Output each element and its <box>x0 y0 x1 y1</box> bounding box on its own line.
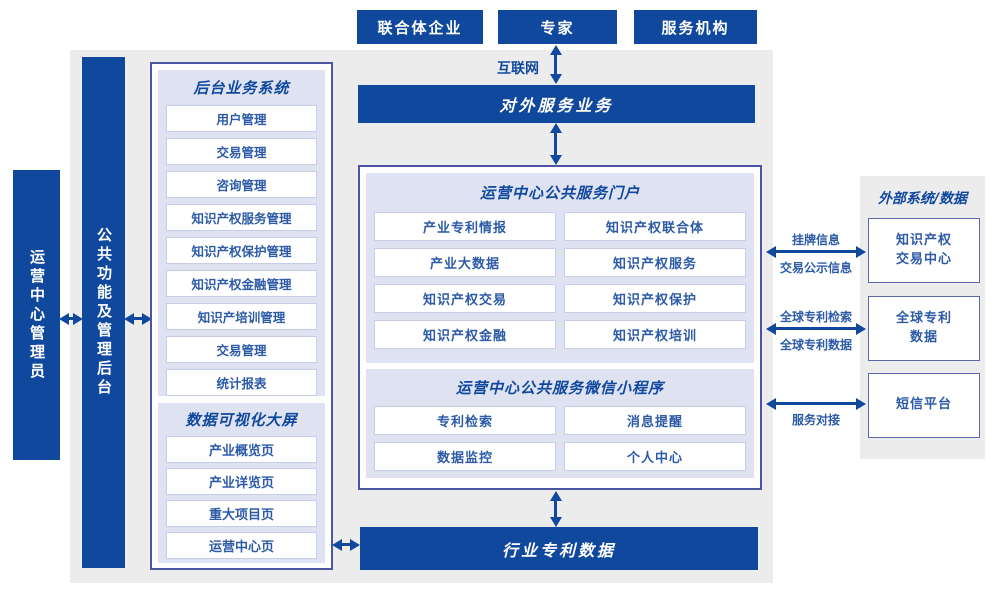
miniprogram-item: 个人中心 <box>564 442 746 471</box>
backend-to-panel-double-arrow-icon <box>134 317 142 320</box>
panel-to-industry-double-arrow-icon <box>342 543 350 546</box>
external-service-bar: 对外服务业务 <box>358 85 755 123</box>
portal-to-industry-double-arrow-icon <box>554 501 557 517</box>
portal-item: 知识产权交易 <box>374 284 556 313</box>
dataviz-item: 运营中心页 <box>166 532 317 559</box>
portal-item: 知识产权培训 <box>564 320 746 349</box>
dataviz-item: 产业概览页 <box>166 436 317 463</box>
backend-item: 知识产培训管理 <box>166 303 317 330</box>
global-patent-double-arrow-icon <box>776 327 856 330</box>
dataviz-panel-title: 数据可视化大屏 <box>185 411 298 429</box>
public-function-backend-box: 公共功能及管理后台 <box>82 57 125 568</box>
miniprogram-panel-title: 运营中心公共服务微信小程序 <box>455 379 664 397</box>
miniprogram-item: 消息提醒 <box>564 406 746 435</box>
backend-item: 交易管理 <box>166 138 317 165</box>
backend-item: 知识产权服务管理 <box>166 204 317 231</box>
listing-info-double-arrow-icon <box>776 250 856 253</box>
dataviz-item: 产业详览页 <box>166 468 317 495</box>
backend-item: 知识产权保护管理 <box>166 237 317 264</box>
portal-item: 知识产权联合体 <box>564 212 746 241</box>
portal-panel-title: 运营中心公共服务门户 <box>479 184 640 202</box>
backend-item: 知识产权金融管理 <box>166 270 317 297</box>
wechat-miniprogram-panel: 运营中心公共服务微信小程序 专利检索 消息提醒 数据监控 个人中心 <box>366 369 754 478</box>
global-patent-data-label: 全球专利数据 <box>779 338 852 352</box>
miniprogram-item: 数据监控 <box>374 442 556 471</box>
industry-patent-data-bar: 行业专利数据 <box>360 527 758 570</box>
portal-item: 知识产权保护 <box>564 284 746 313</box>
actor-box-consortium-enterprises: 联合体企业 <box>357 10 483 44</box>
backend-item: 统计报表 <box>166 369 317 396</box>
portal-item: 知识产权金融 <box>374 320 556 349</box>
data-visualization-panel: 数据可视化大屏 产业概览页 产业详览页 重大项目页 运营中心页 <box>158 403 325 563</box>
portal-item: 产业大数据 <box>374 248 556 277</box>
operation-center-admin-box: 运营中心管理员 <box>13 170 60 460</box>
service-integration-label: 服务对接 <box>791 413 840 427</box>
listing-info-label: 挂牌信息 <box>791 233 840 247</box>
trade-publicity-label: 交易公示信息 <box>779 261 852 275</box>
portal-item: 产业专利情报 <box>374 212 556 241</box>
actor-box-experts: 专家 <box>498 10 617 44</box>
ip-trading-center-box: 知识产权 交易中心 <box>868 218 980 283</box>
sms-platform-box: 短信平台 <box>868 373 980 438</box>
miniprogram-item: 专利检索 <box>374 406 556 435</box>
actor-box-service-agencies: 服务机构 <box>634 10 757 44</box>
internet-label: 互联网 <box>497 61 539 77</box>
global-patent-search-label: 全球专利检索 <box>779 310 852 324</box>
global-patent-data-box: 全球专利 数据 <box>868 296 980 361</box>
internet-double-arrow-icon <box>554 55 557 74</box>
backend-item: 用户管理 <box>166 105 317 132</box>
backend-item: 交易管理 <box>166 336 317 363</box>
portal-item: 知识产权服务 <box>564 248 746 277</box>
public-service-portal-panel: 运营中心公共服务门户 产业专利情报 知识产权联合体 产业大数据 知识产权服务 知… <box>366 173 754 363</box>
dataviz-item: 重大项目页 <box>166 500 317 527</box>
backend-panel-title: 后台业务系统 <box>193 79 290 97</box>
admin-to-backend-double-arrow-icon <box>69 317 73 320</box>
service-integration-double-arrow-icon <box>776 402 856 405</box>
backend-business-system-panel: 后台业务系统 用户管理 交易管理 咨询管理 知识产权服务管理 知识产权保护管理 … <box>158 70 325 396</box>
backend-item: 咨询管理 <box>166 171 317 198</box>
service-to-portal-double-arrow-icon <box>554 133 557 155</box>
external-systems-title: 外部系统/数据 <box>877 191 968 207</box>
